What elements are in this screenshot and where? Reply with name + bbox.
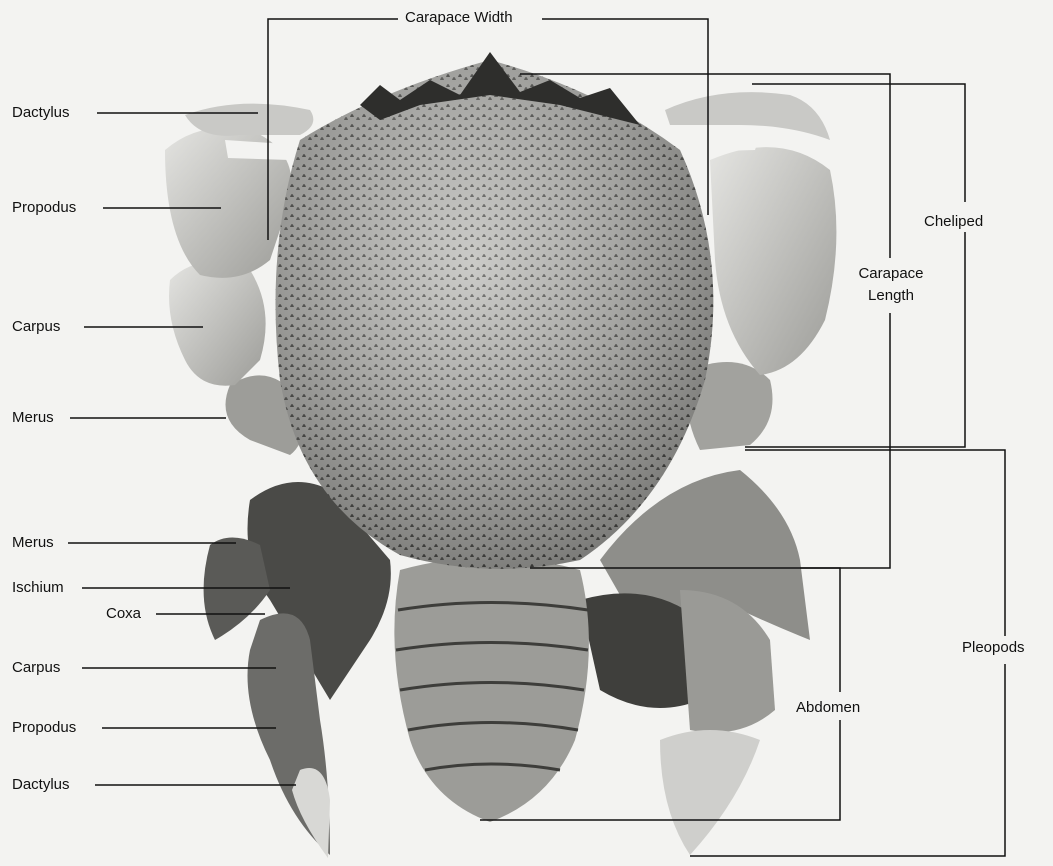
leg-coxa-label: Coxa	[106, 606, 141, 622]
leg-propodus-label: Propodus	[12, 720, 76, 736]
cheliped-propodus-label: Propodus	[12, 200, 76, 216]
carapace-length-label-line1: Carapace	[836, 266, 946, 282]
leg-dactylus-label: Dactylus	[12, 777, 70, 793]
carapace	[276, 52, 714, 569]
carapace-length-label: Carapace Length	[836, 266, 946, 304]
leg-carpus-label: Carpus	[12, 660, 60, 676]
leg-merus-label: Merus	[12, 535, 54, 551]
cheliped-merus-label: Merus	[12, 410, 54, 426]
abdomen-segments	[394, 558, 589, 823]
cheliped-label: Cheliped	[924, 214, 983, 230]
carapace-width-label: Carapace Width	[402, 10, 516, 26]
left-walking-leg	[204, 482, 391, 858]
pleopods-label: Pleopods	[962, 640, 1025, 656]
cheliped-carpus-label: Carpus	[12, 319, 60, 335]
cheliped-dactylus-label: Dactylus	[12, 105, 70, 121]
abdomen-label: Abdomen	[796, 700, 860, 716]
leg-ischium-label: Ischium	[12, 580, 64, 596]
carapace-length-label-line2: Length	[836, 288, 946, 304]
